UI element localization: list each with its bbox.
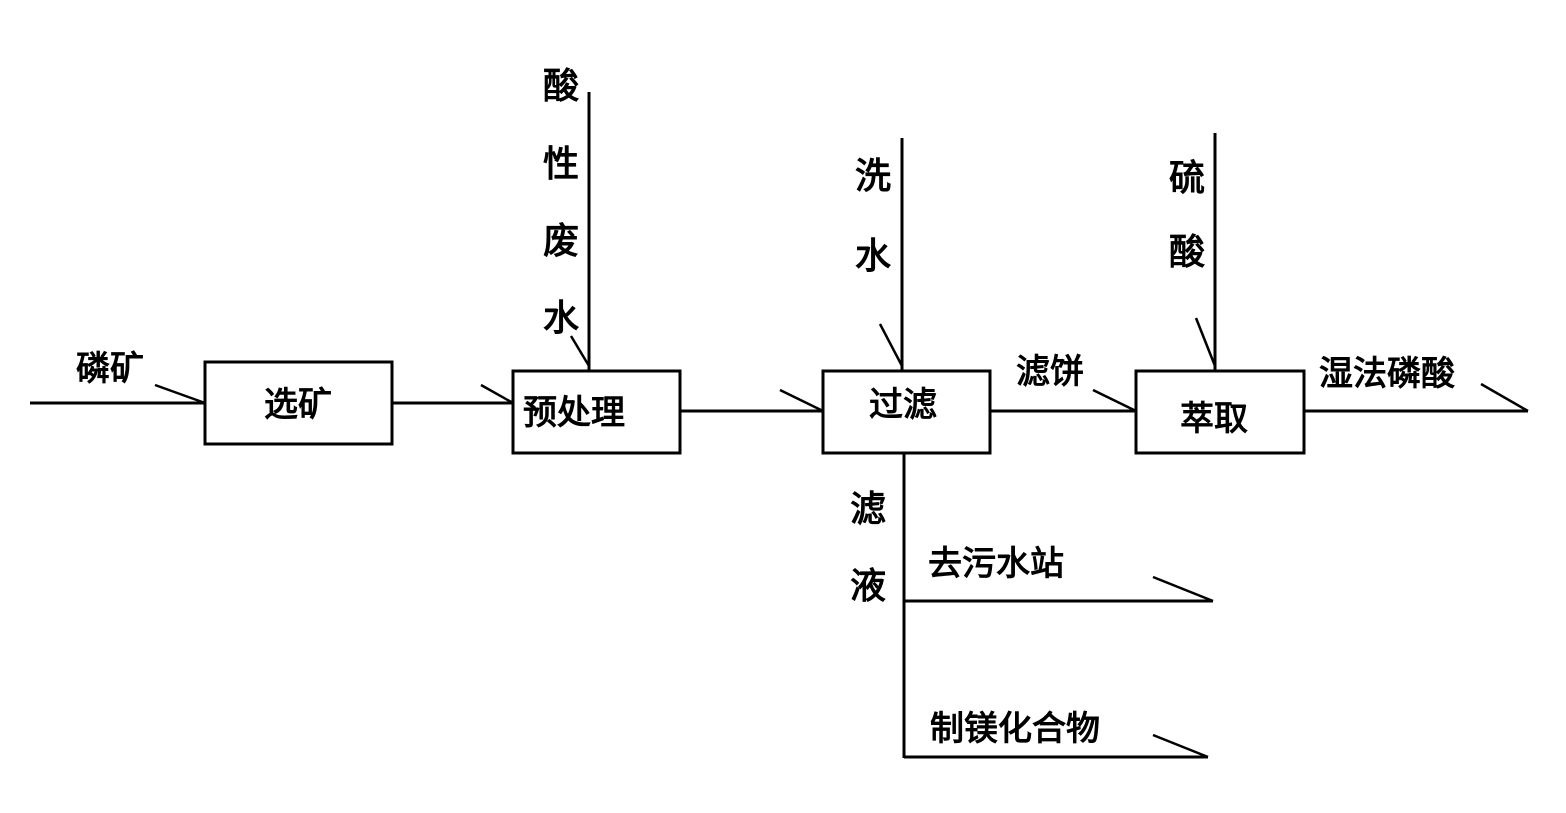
arrow-head-wash-water	[878, 323, 904, 367]
input-lines	[587, 92, 1217, 371]
box-extraction-frame	[1134, 369, 1306, 455]
box-label-extraction: 萃取	[1180, 399, 1248, 439]
vertical-label-char: 液	[850, 566, 886, 607]
arrow-head-into-extraction	[1092, 388, 1137, 413]
arrow-heads	[154, 317, 1529, 759]
stream-label-phosphate-rock: 磷矿	[76, 349, 144, 389]
vertical-label-acid-wastewater: 酸 性 废 水	[543, 66, 580, 339]
box-label-filtration: 过滤	[869, 385, 937, 425]
filtrate-branch-lines	[902, 452, 1213, 759]
stream-label-make-magnesium-compound: 制镁化合物	[930, 709, 1100, 749]
stream-label-wet-phosphoric-acid: 湿法磷酸	[1319, 354, 1456, 394]
stream-label-filter-cake: 滤饼	[1016, 352, 1084, 392]
vertical-label-char: 滤	[850, 489, 886, 530]
vertical-label-sulfuric-acid: 硫 酸	[1169, 158, 1205, 273]
vertical-label-char: 洗	[855, 156, 891, 197]
box-label-beneficiation: 选矿	[264, 385, 332, 425]
arrow-head-magnesium-compound	[1152, 733, 1209, 759]
arrow-head-into-pretreatment	[480, 383, 514, 405]
vertical-label-char: 水	[543, 298, 580, 339]
vertical-label-filtrate: 滤 液	[850, 489, 886, 607]
arrow-head-sulfuric-acid	[1194, 317, 1217, 367]
main-flow-lines	[30, 401, 1528, 413]
arrow-head-wastewater-station	[1152, 575, 1214, 603]
arrow-head-wet-phosphoric-acid	[1480, 382, 1529, 413]
process-box-pretreatment: 预处理	[511, 369, 682, 455]
arrow-head-into-beneficiation	[154, 383, 206, 405]
vertical-label-char: 酸	[1169, 232, 1205, 273]
arrow-head-acid-wastewater	[569, 335, 591, 367]
process-box-extraction: 萃取	[1134, 369, 1306, 455]
box-label-pretreatment: 预处理	[523, 393, 625, 433]
vertical-label-wash-water: 洗 水	[855, 156, 892, 277]
box-filtration-frame	[821, 369, 992, 455]
process-box-filtration: 过滤	[821, 369, 992, 455]
process-box-beneficiation: 选矿	[203, 360, 394, 446]
vertical-label-char: 酸	[543, 66, 579, 107]
vertical-label-char: 废	[543, 221, 579, 262]
box-beneficiation-frame	[203, 360, 394, 446]
stream-label-to-wastewater-station: 去污水站	[928, 544, 1064, 584]
vertical-label-char: 硫	[1169, 158, 1205, 199]
vertical-label-char: 水	[855, 236, 892, 277]
box-pretreatment-frame	[511, 369, 682, 455]
arrow-head-into-filtration	[779, 388, 824, 413]
vertical-label-char: 性	[543, 144, 579, 185]
